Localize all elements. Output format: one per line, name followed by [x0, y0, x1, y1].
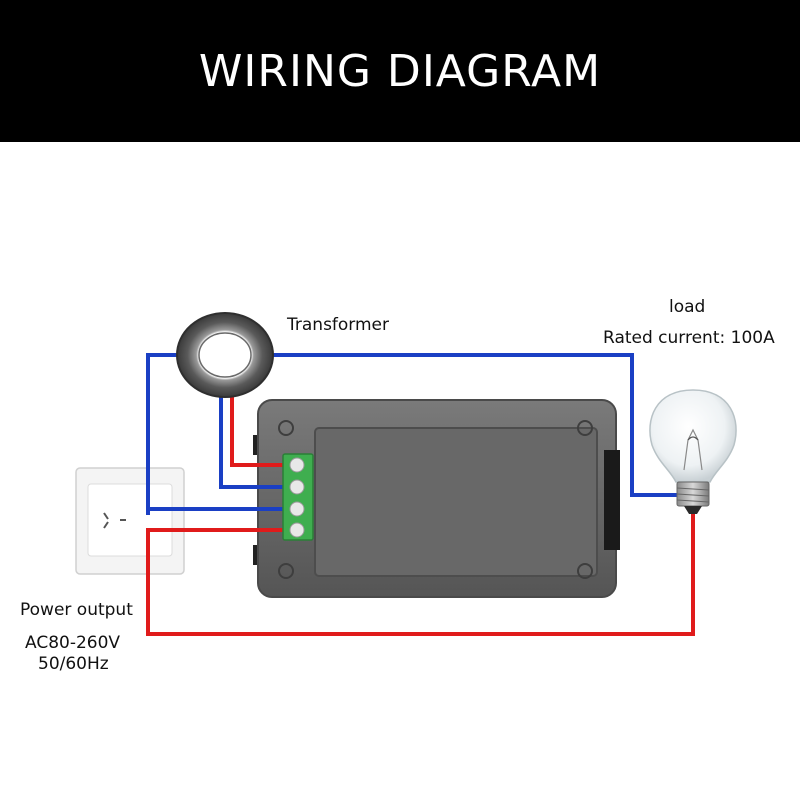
neutral-wire-load [146, 353, 680, 515]
frequency-label: 50/60Hz [38, 654, 109, 674]
socket-slot-left-lower [103, 521, 109, 529]
live-wires [146, 390, 695, 636]
terminal-block [282, 453, 314, 541]
load-label: load [669, 297, 706, 317]
meter-side-connector [604, 450, 620, 550]
terminal-screw [289, 501, 305, 517]
live-wire-load [146, 508, 695, 636]
power-output-label: Power output [20, 600, 133, 620]
mount-screw [577, 420, 593, 436]
transformer-label: Transformer [287, 315, 390, 335]
mount-screw [577, 563, 593, 579]
voltage-label: AC80-260V [25, 633, 121, 653]
transformer-lead-blue [219, 390, 295, 489]
socket-slot-left [103, 512, 109, 520]
mount-screw [278, 563, 294, 579]
mount-screw [278, 420, 294, 436]
title-banner: WIRING DIAGRAM [0, 0, 800, 142]
transformer-lead-red [230, 390, 295, 467]
power-meter [253, 399, 620, 598]
meter-display-area [314, 427, 598, 577]
rated-current-label: Rated current: 100A [603, 328, 775, 348]
diagram-title: WIRING DIAGRAM [198, 45, 602, 97]
bulb-icon [649, 389, 737, 514]
terminal-screw [289, 479, 305, 495]
wall-socket [75, 467, 185, 575]
neutral-wires [146, 353, 680, 515]
terminal-screw [289, 457, 305, 473]
terminal-screw [289, 522, 305, 538]
current-transformer [176, 312, 274, 398]
